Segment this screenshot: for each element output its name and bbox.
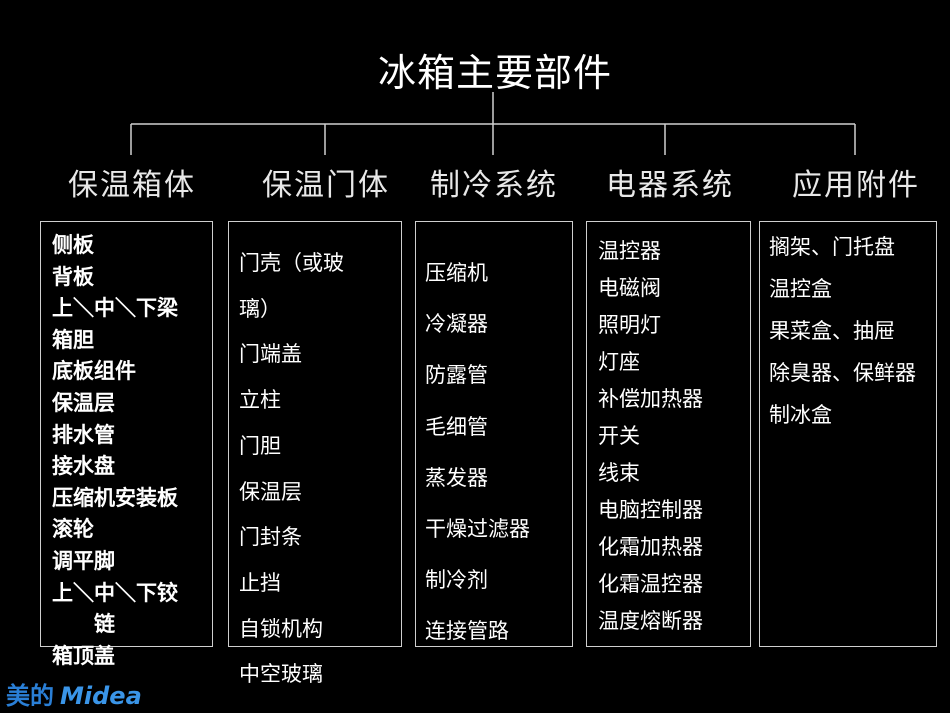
component-box-insulated-door [228,221,402,647]
list-item: 制冷剂 [425,568,488,593]
list-item: 侧板 [52,233,94,257]
list-item: 自锁机构 [239,616,323,641]
list-item: 中空玻璃 [239,662,323,687]
list-item: 门胆 [239,433,281,458]
list-item: 线束 [598,461,640,485]
logo-chinese-text: 美的 [6,682,54,710]
list-item: 底板组件 [52,359,136,384]
list-item: 温度熔断器 [598,609,703,633]
list-item: 上＼中＼下铰 [52,580,178,605]
list-item: 保温层 [239,479,302,504]
list-item: 门壳（或玻 [239,251,344,275]
list-item: 电脑控制器 [598,498,703,522]
list-item: 箱胆 [52,327,94,352]
list-item: 化霜加热器 [598,535,703,559]
list-item: 立柱 [239,388,281,413]
list-item: 电磁阀 [598,276,661,300]
component-box-accessories [759,221,937,647]
list-item: 蒸发器 [425,465,488,490]
list-item: 排水管 [52,422,115,447]
category-label-accessories: 应用附件 [792,168,920,203]
list-item: 链 [94,612,115,637]
item-list-refrigeration-system: 压缩机 冷凝器 防露管 毛细管 蒸发器 干燥过滤器 制冷剂 连接管路 [425,248,530,658]
component-box-electrical-system [586,221,751,647]
list-item: 毛细管 [425,414,488,439]
list-item: 灯座 [598,350,640,374]
list-item: 开关 [598,424,640,448]
list-item: 温控盒 [769,277,832,301]
list-item: 上＼中＼下梁 [52,296,178,321]
list-item: 化霜温控器 [598,572,703,596]
component-box-refrigeration-system [415,221,573,647]
item-list-electrical-system: 温控器 电磁阀 照明灯 灯座 补偿加热器 开关 线束 电脑控制器 化霜加热器 化… [598,233,703,640]
list-item: 温控器 [598,239,661,263]
list-item: 箱顶盖 [52,643,115,668]
logo-english-text: Midea [60,682,142,710]
list-item: 干燥过滤器 [425,517,530,542]
list-item: 制冰盒 [769,403,832,427]
category-label-insulated-door: 保温门体 [262,168,390,203]
list-item: 背板 [52,264,94,289]
category-label-refrigeration-system: 制冷系统 [430,168,558,203]
category-label-insulated-cabinet: 保温箱体 [68,168,196,203]
list-item: 连接管路 [425,619,509,644]
list-item: 压缩机 [425,261,488,285]
list-item: 除臭器、保鲜器 [769,361,916,385]
item-list-insulated-door: 门壳（或玻 璃） 门端盖 立柱 门胆 保温层 门封条 止挡 自锁机构 中空玻璃 [239,241,344,698]
list-item: 保温层 [52,390,115,415]
component-box-insulated-cabinet [40,221,213,647]
item-list-insulated-cabinet: 侧板 背板 上＼中＼下梁 箱胆 底板组件 保温层 排水管 接水盘 压缩机安装板 … [52,230,178,672]
list-item: 门端盖 [239,342,302,367]
category-label-electrical-system: 电器系统 [606,168,734,203]
list-item: 冷凝器 [425,312,488,337]
list-item: 门封条 [239,525,302,550]
list-item: 搁架、门托盘 [769,235,895,259]
list-item: 防露管 [425,363,488,388]
diagram-title: 冰箱主要部件 [377,51,612,95]
item-list-accessories: 搁架、门托盘 温控盒 果菜盒、抽屉 除臭器、保鲜器 制冰盒 [769,226,916,436]
list-item: 调平脚 [52,548,115,573]
list-item: 补偿加热器 [598,387,703,411]
list-item: 止挡 [239,570,281,595]
list-item: 接水盘 [52,454,115,479]
list-item: 滚轮 [52,517,94,542]
list-item: 璃） [239,296,281,321]
list-item: 压缩机安装板 [52,485,178,510]
list-item: 果菜盒、抽屉 [769,319,895,343]
list-item: 照明灯 [598,313,661,337]
